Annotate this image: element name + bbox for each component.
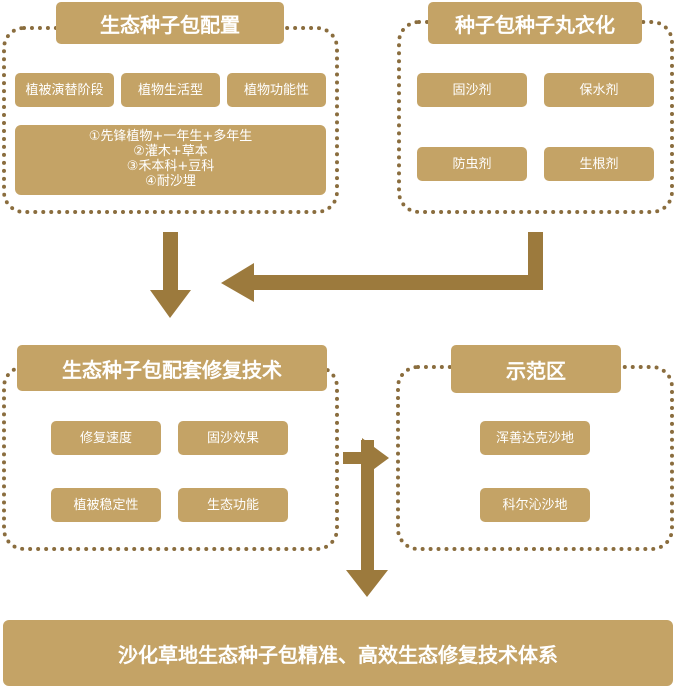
vegetation-stability-box: 植被稳定性 — [51, 488, 161, 522]
seed-pack-config-title: 生态种子包配置 — [56, 2, 284, 44]
sand-fixation-effect-box: 固沙效果 — [178, 421, 288, 455]
demo-area-title: 示范区 — [451, 345, 621, 393]
horqin-sandland-box: 科尔沁沙地 — [480, 488, 590, 522]
config-detail-1: ①先锋植物+一年生+多年生 — [88, 129, 253, 144]
rooting-agent-box: 生根剂 — [544, 147, 654, 181]
plant-function-box: 植物功能性 — [227, 73, 326, 107]
insect-repellent-box: 防虫剂 — [417, 147, 527, 181]
sand-fixing-agent-box: 固沙剂 — [417, 73, 527, 107]
config-detail-2: ②灌木+草本 — [133, 144, 208, 159]
conclusion-bar: 沙化草地生态种子包精准、高效生态修复技术体系 — [3, 620, 673, 686]
seed-coating-title: 种子包种子丸衣化 — [428, 2, 642, 44]
config-detail-4: ④耐沙埋 — [145, 174, 196, 189]
down-arrow-bottom — [346, 440, 388, 597]
ecological-function-box: 生态功能 — [178, 488, 288, 522]
water-retaining-agent-box: 保水剂 — [544, 73, 654, 107]
restoration-speed-box: 修复速度 — [51, 421, 161, 455]
plant-life-form-box: 植物生活型 — [121, 73, 220, 107]
config-details-box: ①先锋植物+一年生+多年生 ②灌木+草本 ③禾本科+豆科 ④耐沙埋 — [15, 125, 326, 195]
restoration-tech-title: 生态种子包配套修复技术 — [17, 345, 327, 391]
down-arrow-left — [150, 232, 191, 318]
succession-stage-box: 植被演替阶段 — [15, 73, 114, 107]
hunshandake-sandland-box: 浑善达克沙地 — [480, 421, 590, 455]
config-detail-3: ③禾本科+豆科 — [126, 159, 215, 174]
elbow-arrow-right — [221, 232, 543, 302]
